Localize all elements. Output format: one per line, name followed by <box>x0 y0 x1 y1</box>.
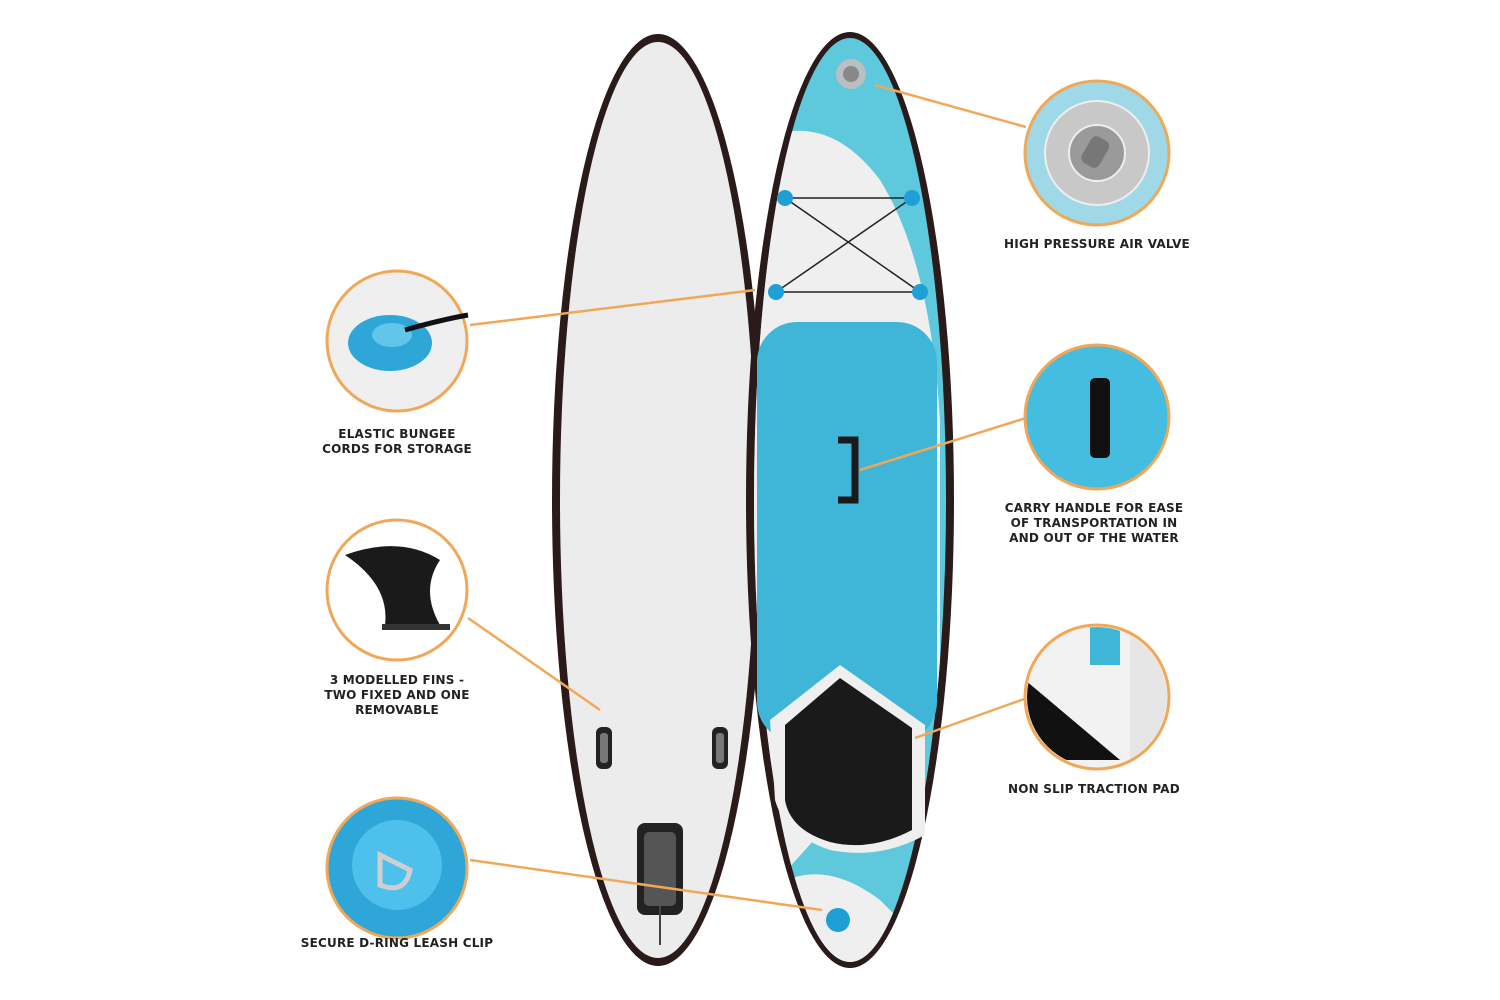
board-top-view <box>746 32 954 968</box>
leash-label: SECURE D-RING LEASH CLIP <box>300 936 494 950</box>
carry-handle <box>838 436 859 504</box>
bungee-cords <box>775 197 921 293</box>
bungee-label-line: CORDS FOR STORAGE <box>322 442 472 456</box>
fins-label-line: TWO FIXED AND ONE <box>324 688 470 702</box>
traction-label: NON SLIP TRACTION PAD <box>1008 782 1180 796</box>
callout-lines <box>467 83 1028 912</box>
deck-pad <box>757 322 937 742</box>
handle-label-line: OF TRANSPORTATION IN <box>1010 516 1178 530</box>
air-valve-icon <box>1023 79 1171 227</box>
bungee-label-line: ELASTIC BUNGEE <box>338 427 456 441</box>
fins-label-line: 3 MODELLED FINS - <box>329 673 465 687</box>
fins-label: 3 MODELLED FINS - TWO FIXED AND ONE REMO… <box>277 673 517 718</box>
traction-pad-icon <box>1023 623 1171 771</box>
fixed-fin <box>596 727 612 769</box>
d-ring <box>826 908 850 932</box>
fins-label-line: REMOVABLE <box>355 703 439 717</box>
handle-label-line: AND OUT OF THE WATER <box>1009 531 1179 545</box>
board-bottom-view <box>552 34 764 966</box>
traction-pad <box>785 678 912 846</box>
air-valve-label: HIGH PRESSURE AIR VALVE <box>1004 237 1190 251</box>
carry-handle-icon <box>1023 343 1171 491</box>
bungee-cord-icon <box>325 269 469 413</box>
bungee-label: ELASTIC BUNGEE CORDS FOR STORAGE <box>277 427 517 457</box>
fin-icon <box>325 518 469 662</box>
handle-label-line: CARRY HANDLE FOR EASE <box>1004 501 1184 515</box>
fixed-fin <box>712 727 728 769</box>
d-ring-icon <box>325 796 469 940</box>
handle-label: CARRY HANDLE FOR EASE OF TRANSPORTATION … <box>974 501 1214 546</box>
